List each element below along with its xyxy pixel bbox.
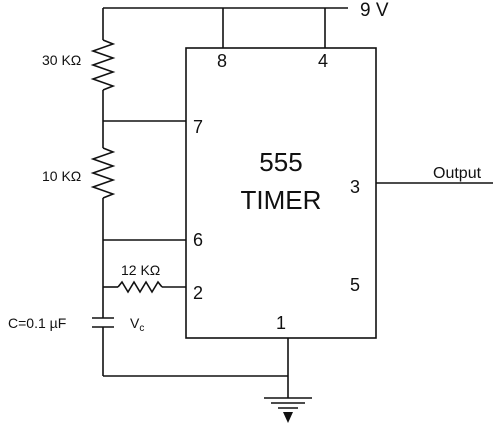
timer-title-line1: 555 [259, 147, 302, 177]
voltage-subscript: c [139, 323, 144, 334]
voltage-main: V [130, 315, 140, 331]
output-label: Output [433, 165, 482, 182]
pin-2-label: 2 [193, 283, 203, 303]
pin-5-label: 5 [350, 275, 360, 295]
resistor-12k [117, 280, 163, 294]
pin-1-label: 1 [276, 313, 286, 333]
ic-body [185, 47, 377, 339]
capacitor-value-label: C=0.1 µF [8, 315, 66, 331]
resistor-10k-label: 10 KΩ [42, 168, 81, 184]
pin-4-label: 4 [318, 51, 328, 71]
resistor-30k-label: 30 KΩ [42, 52, 81, 68]
supply-label: 9 V [360, 0, 389, 21]
pin-7-label: 7 [193, 117, 203, 137]
ground-icon [264, 397, 312, 423]
resistor-12k-label: 12 KΩ [121, 262, 160, 278]
pin-8-label: 8 [217, 51, 227, 71]
timer-title-line2: TIMER [241, 185, 322, 215]
resistor-10k [90, 147, 116, 199]
capacitor-voltage-label: Vc [130, 315, 144, 334]
pin-6-label: 6 [193, 230, 203, 250]
pin-3-label: 3 [350, 177, 360, 197]
resistor-30k [90, 39, 116, 91]
